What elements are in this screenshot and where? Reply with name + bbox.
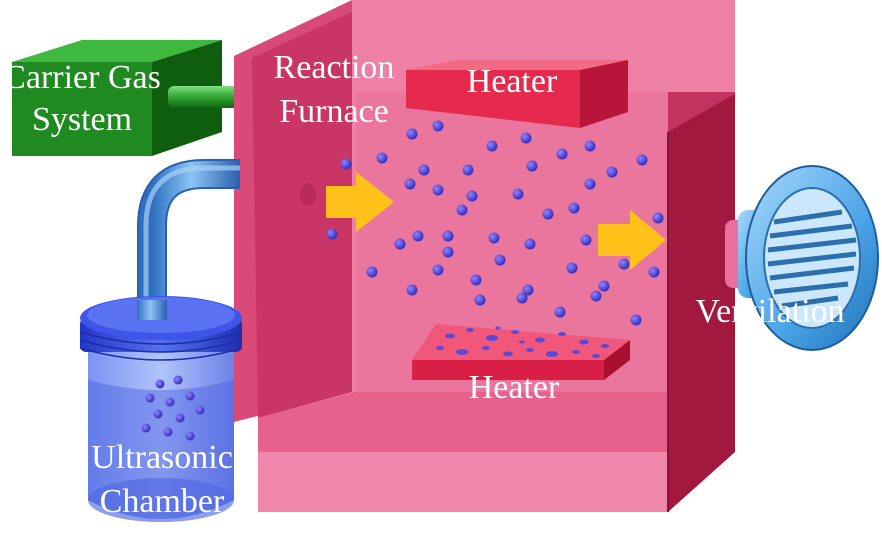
particle (516, 292, 528, 304)
furnace-right-wall (668, 92, 735, 512)
particle (394, 238, 406, 250)
particle (418, 164, 430, 176)
heater-top-label: Heater (467, 63, 558, 100)
particle (376, 152, 388, 164)
mist-droplet (185, 431, 195, 441)
ultrasonic-chamber (79, 296, 243, 522)
particle (580, 234, 592, 246)
carrier-gas-label-line1: Carrier Gas (3, 59, 161, 96)
deposited-droplets (436, 326, 609, 358)
mist-droplet (153, 409, 163, 419)
reaction-furnace-label-line2: Furnace (279, 93, 389, 130)
particle (432, 120, 444, 132)
carrier-gas-label-line2: System (32, 101, 132, 138)
mist-droplet (165, 397, 175, 407)
particle (630, 314, 642, 326)
particle (326, 228, 338, 240)
mist-transfer-pipe (137, 159, 240, 320)
particle (606, 166, 618, 178)
ventilation-fan (725, 165, 879, 351)
particle (470, 274, 482, 286)
chamber-liquid (88, 380, 234, 519)
mist-droplet (175, 413, 185, 423)
mist-droplet (163, 427, 173, 437)
chamber-jar (88, 330, 234, 519)
particle (618, 258, 630, 270)
particle (366, 266, 378, 278)
mist-droplet (145, 393, 155, 403)
particle (406, 284, 418, 296)
particle (648, 266, 660, 278)
particle (526, 160, 538, 172)
mist-droplet (195, 405, 205, 415)
particle (554, 306, 566, 318)
ultrasonic-chamber-label-line1: Ultrasonic (91, 439, 233, 476)
particle (442, 246, 454, 258)
particle (590, 290, 602, 302)
particle (488, 232, 500, 244)
particle (584, 178, 596, 190)
particle (566, 262, 578, 274)
particle (636, 154, 648, 166)
carrier-box-front (12, 62, 152, 156)
particle (432, 264, 444, 276)
particle (568, 202, 580, 214)
particle (524, 238, 536, 250)
particle (556, 148, 568, 160)
particle (486, 140, 498, 152)
particle (404, 178, 416, 190)
particle (542, 208, 554, 220)
particle (652, 212, 664, 224)
furnace-floor (258, 392, 668, 452)
heater-top (406, 60, 628, 128)
mist-droplet (185, 391, 195, 401)
particle (466, 190, 478, 202)
furnace-inlet-hole (300, 183, 316, 205)
carrier-gas-pipe (168, 86, 242, 108)
flow-arrow-outlet (598, 210, 666, 270)
particle (522, 284, 534, 296)
particle (598, 280, 610, 292)
particle (474, 294, 486, 306)
particle (456, 204, 468, 216)
mist-droplets (141, 375, 205, 441)
furnace-front-lower (258, 452, 668, 512)
ultrasonic-chamber-label-line2: Chamber (100, 483, 225, 520)
particle (584, 140, 596, 152)
aerosol-particles (326, 120, 664, 326)
particle (520, 132, 532, 144)
ventilation-label: Ventilation (695, 293, 844, 330)
particle (512, 188, 524, 200)
furnace-left-inner (252, 10, 356, 418)
furnace-inner (356, 92, 668, 396)
heater-bottom-label: Heater (469, 369, 560, 406)
particle (412, 230, 424, 242)
flow-arrow-inlet (326, 172, 394, 232)
fan-grille (767, 209, 857, 309)
particle (442, 230, 454, 242)
carrier-gas-system (12, 40, 222, 156)
reaction-furnace-label-line1: Reaction (274, 49, 395, 86)
particle (494, 254, 506, 266)
mist-droplet (155, 379, 165, 389)
particle (432, 184, 444, 196)
mist-droplet (141, 423, 151, 433)
heater-bottom (412, 324, 630, 380)
particle (340, 158, 352, 170)
particle (406, 128, 418, 140)
mist-droplet (173, 375, 183, 385)
particle (462, 164, 474, 176)
